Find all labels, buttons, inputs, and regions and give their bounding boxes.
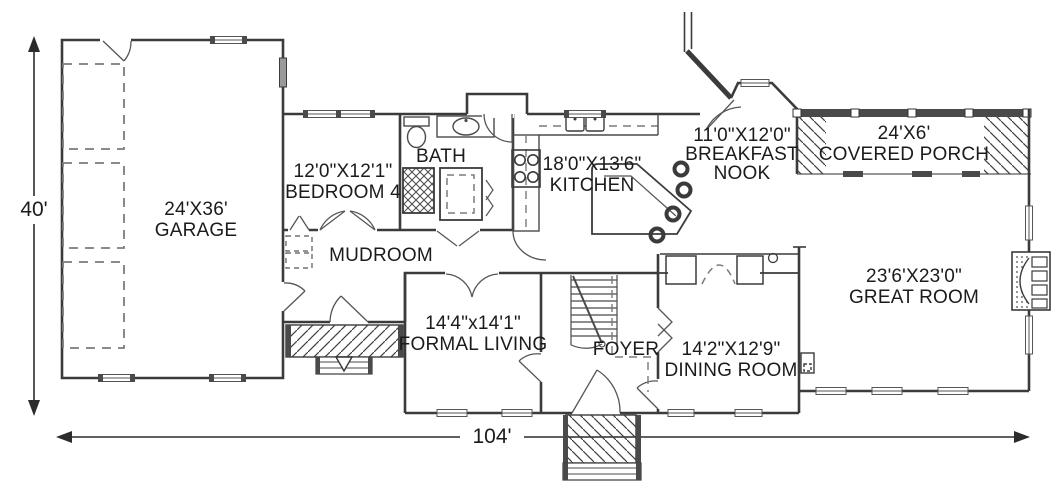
- dining-room-label: 14'2"X12'9" DINING ROOM: [664, 339, 797, 381]
- kitchen-passage-arc: [512, 230, 547, 261]
- mudroom-porch-door: [329, 295, 369, 323]
- kitchen-dims: 18'0"X13'6": [542, 154, 642, 175]
- height-dimension-label: 40': [16, 198, 52, 222]
- bedroom-window: [303, 110, 375, 118]
- bath-door: [482, 110, 514, 143]
- fireplace-icon: [1011, 251, 1051, 311]
- covered-porch-dims: 24'X6': [877, 123, 931, 144]
- great-room-label: 23'6'X23'0" GREAT ROOM: [849, 266, 979, 308]
- kitchen-window: [564, 110, 606, 118]
- mudroom-cubbies: [285, 235, 313, 269]
- shower-icon: [402, 167, 435, 214]
- toilet-icon: [403, 116, 430, 149]
- front-porch: [562, 414, 642, 481]
- mudroom-label: MUDROOM: [329, 245, 433, 266]
- formal-living-label: 14'4"x14'1" FORMAL LIVING: [399, 313, 548, 355]
- breakfast-nook-label: 11'0"X12'0" BREAKFAST NOOK: [685, 126, 799, 183]
- foyer-label: FOYER: [593, 339, 659, 360]
- side-porch: [285, 324, 404, 375]
- breakfast-nook-dims: 11'0"X12'0": [693, 125, 791, 146]
- bath-name: BATH: [415, 146, 467, 167]
- garage-mudroom-door: [279, 282, 306, 312]
- formal-living-windows: [436, 409, 533, 417]
- garage-dims: 24'X36': [164, 199, 228, 220]
- breakfast-nook-name-line2: NOOK: [713, 163, 771, 184]
- kitchen-sink-icon: [565, 115, 605, 132]
- garage-windows: [98, 36, 287, 382]
- great-room-dims: 23'6'X23'0": [866, 266, 962, 287]
- garage-label: 24'X36' GARAGE: [155, 199, 238, 241]
- bedroom4-label: 12'0"X12'1" BEDROOM 4: [285, 161, 401, 203]
- dining-room-name: DINING ROOM: [664, 360, 798, 381]
- great-room-windows: [815, 205, 1033, 395]
- living-foyer-door: [518, 353, 542, 383]
- kitchen-name: KITCHEN: [549, 175, 635, 196]
- linen-closet: [439, 167, 494, 221]
- foyer-overhead-dashed: [611, 276, 656, 392]
- mudroom-name: MUDROOM: [329, 245, 433, 266]
- hall-door-chevrons: [436, 230, 480, 247]
- bedroom-french-doors: [319, 210, 376, 231]
- island-counter: [591, 163, 693, 235]
- foyer-name: FOYER: [592, 339, 660, 360]
- dining-room-dims: 14'2"X12'9": [681, 339, 781, 360]
- covered-porch-label: 24'X6' COVERED PORCH: [819, 123, 989, 165]
- bar-stool-icons: [648, 160, 693, 244]
- covered-porch-name: COVERED PORCH: [818, 144, 990, 165]
- breakfast-nook-name-line1: BREAKFAST: [685, 144, 799, 165]
- great-room-name: GREAT ROOM: [848, 287, 980, 308]
- butler-pantry: [660, 252, 799, 285]
- front-door: [571, 369, 621, 414]
- cooktop-icon: [511, 149, 541, 188]
- kitchen-label: 18'0"X13'6" KITCHEN: [542, 154, 641, 196]
- bedroom4-name: BEDROOM 4: [285, 182, 401, 203]
- nook-patio-door: [705, 99, 742, 131]
- dining-windows: [667, 409, 763, 417]
- formal-living-dims: 14'4"x14'1": [425, 313, 521, 334]
- bath-label: BATH: [416, 146, 466, 167]
- dining-walls: [656, 254, 799, 415]
- width-dimension-label: 104': [468, 425, 516, 449]
- garage-walls: [60, 38, 285, 380]
- formal-living-name: FORMAL LIVING: [398, 334, 548, 355]
- bedroom-closet-door: [288, 215, 310, 233]
- bedroom4-dims: 12'0"X12'1": [293, 161, 393, 182]
- stairs-icon: [570, 275, 618, 349]
- nook-window: [740, 79, 770, 87]
- great-room-column: [800, 352, 815, 374]
- dining-foyer-door: [636, 380, 659, 410]
- garage-storage-dashed: [62, 63, 125, 349]
- bath-sink-icon: [436, 115, 495, 138]
- garage-name: GARAGE: [154, 220, 238, 241]
- garage-door-arc: [102, 40, 132, 62]
- dining-opening-chevrons: [657, 307, 673, 353]
- formal-living-opening: [445, 273, 499, 298]
- mudroom-walls: [283, 273, 407, 324]
- covered-porch-structure: [792, 108, 1032, 177]
